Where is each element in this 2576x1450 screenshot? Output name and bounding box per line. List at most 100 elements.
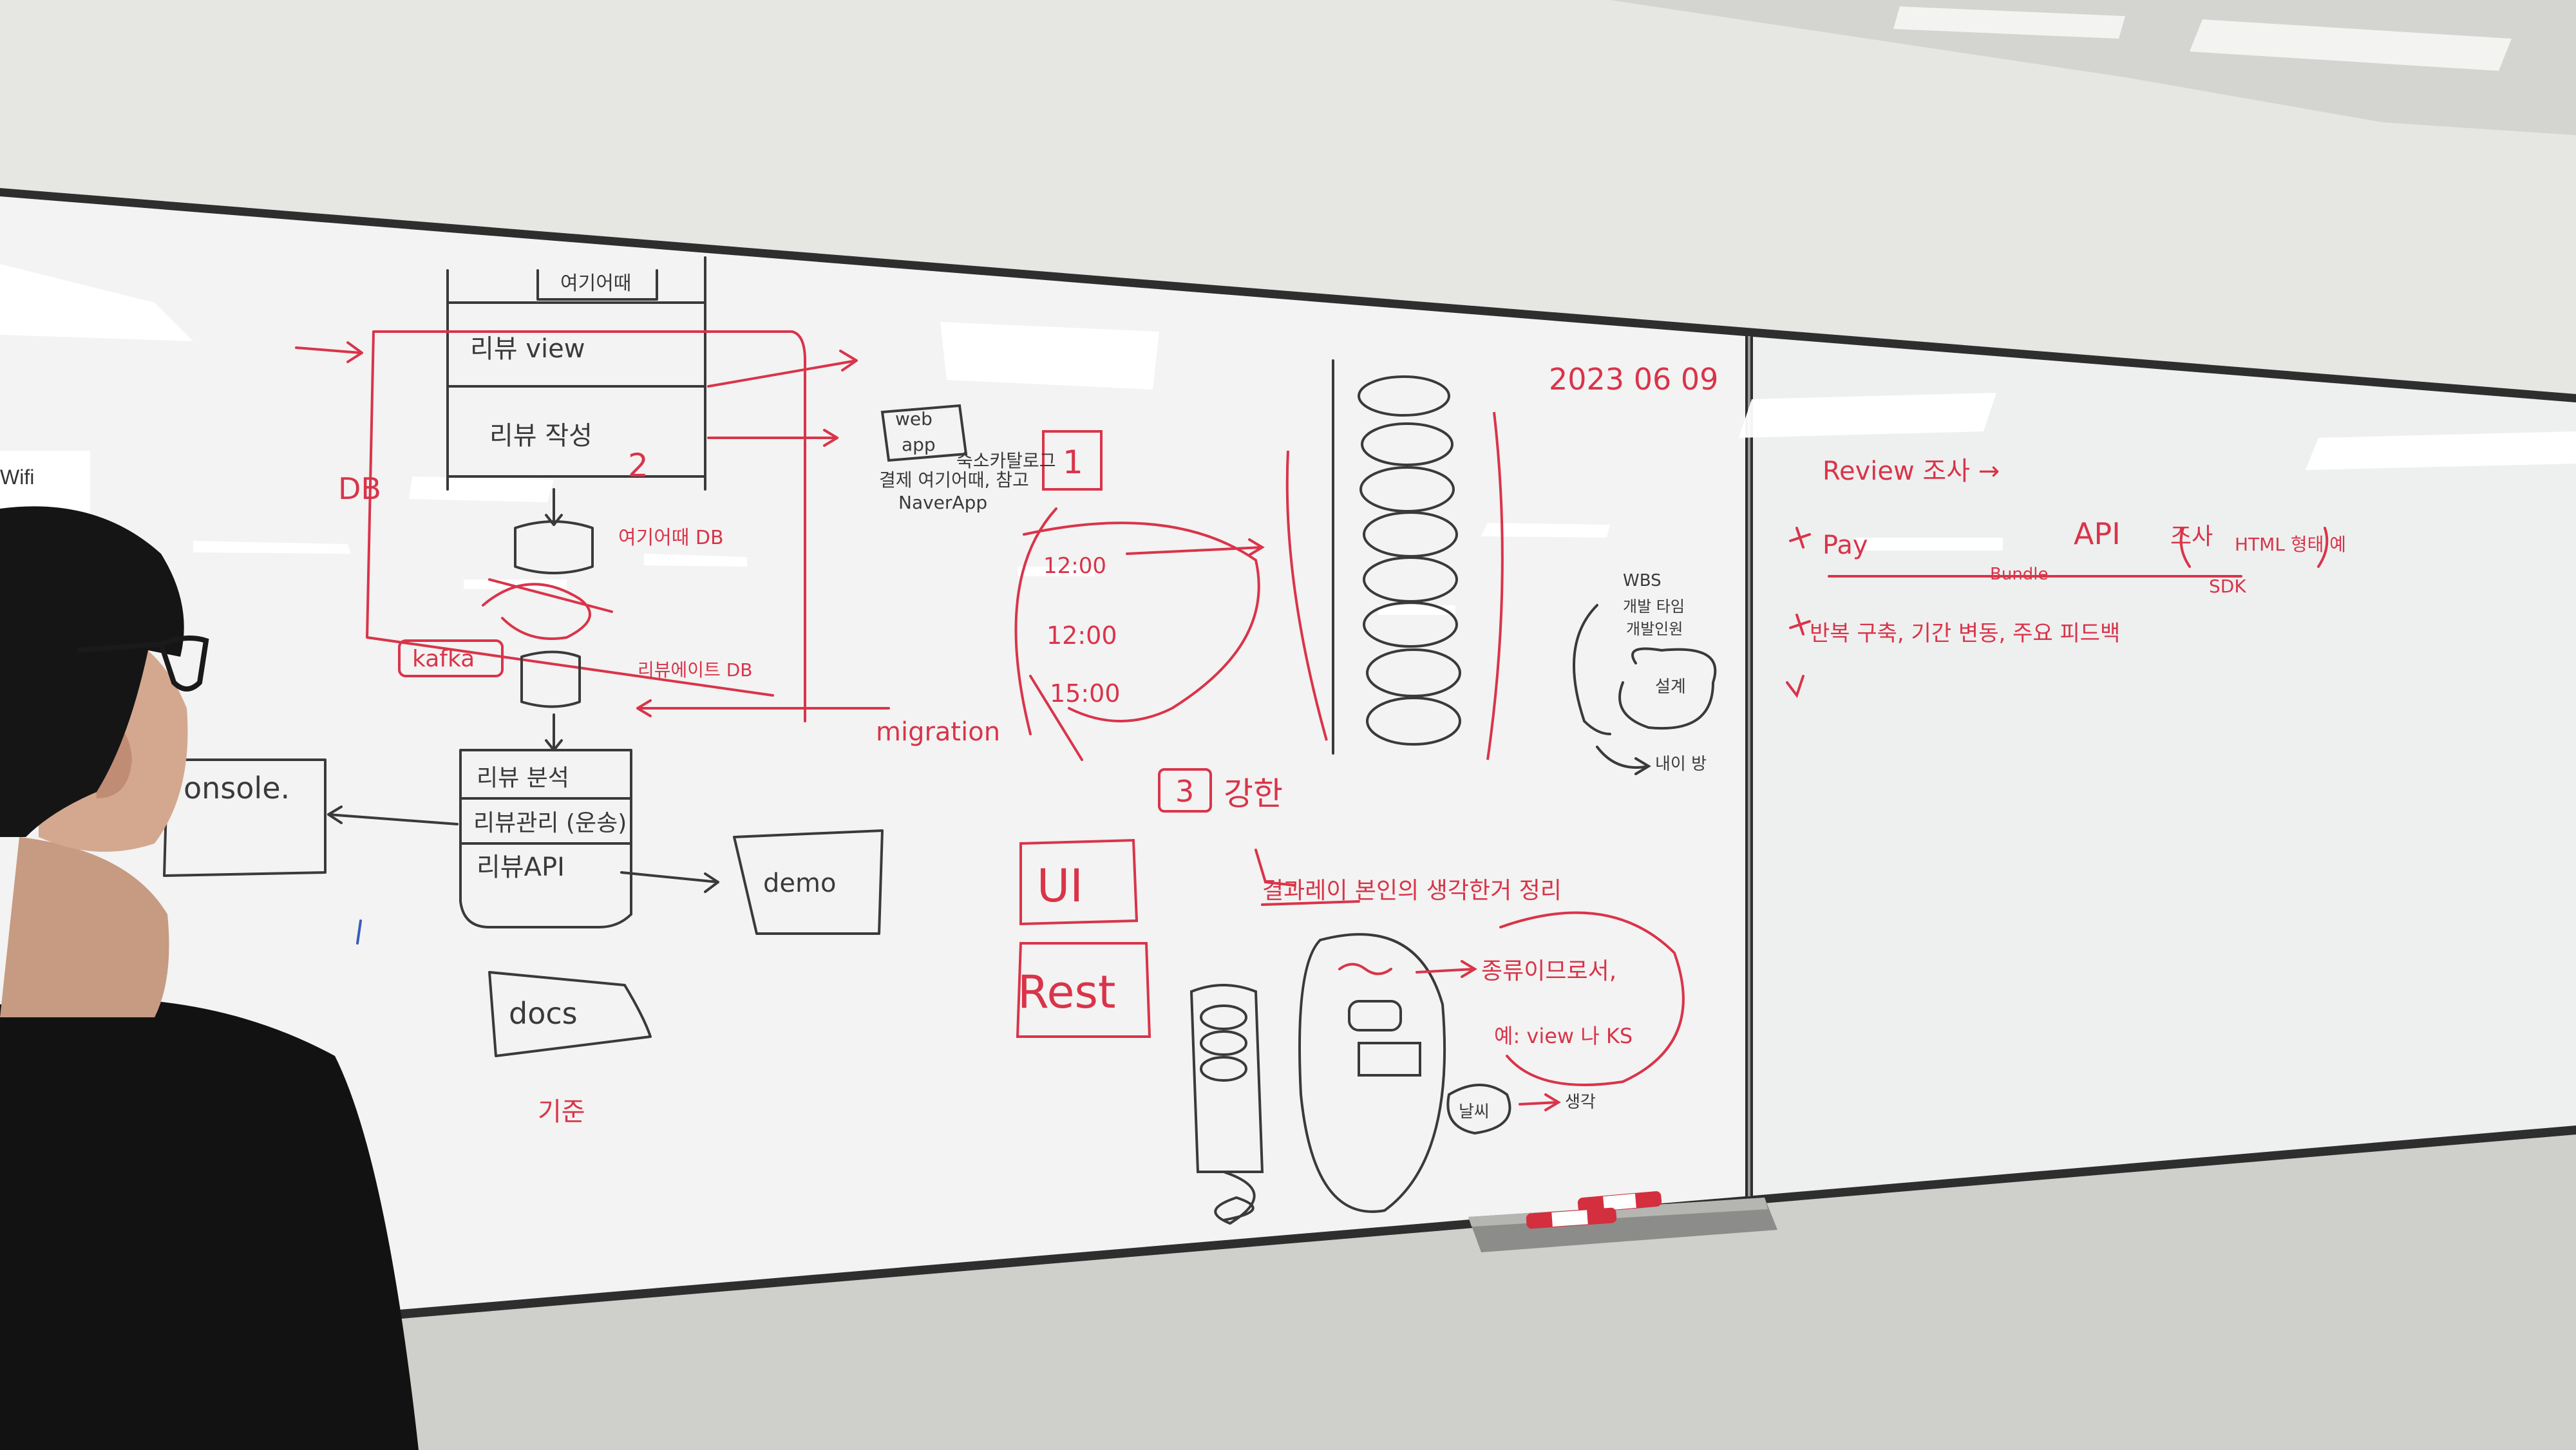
marker-pen-1-label — [1603, 1193, 1636, 1211]
marker-3-box — [1158, 768, 1212, 813]
person-hair — [0, 506, 184, 837]
label-flow-2: 생각 — [1565, 1093, 1596, 1112]
server-stack — [1189, 984, 1264, 1173]
lower-middle-labels: 3 강한 결과레이 본인의 생각한거 정리 UI Rest 종류이므로서, 예:… — [1018, 774, 1633, 1122]
marker-pen-2-label — [1551, 1210, 1588, 1227]
small-box-2 — [1358, 1042, 1421, 1077]
wbs-section — [1573, 604, 1717, 775]
label-time-2: 12:00 — [1046, 621, 1117, 650]
squiggle-red — [1338, 963, 1392, 975]
lower-wall — [0, 1095, 2576, 1450]
label-migration: migration — [876, 717, 1000, 747]
schedule-arrow — [1126, 538, 1265, 556]
console-box — [163, 758, 327, 877]
label-top-box-title: 여기어때 — [560, 272, 631, 295]
arrow-down-1 — [545, 488, 563, 526]
label-iteration-note: 반복 구축, 기간 변동, 주요 피드백 — [1810, 621, 2120, 646]
red-markers — [1526, 1191, 1662, 1229]
label-kafka: kafka — [412, 646, 475, 672]
arrow-to-note — [1416, 960, 1477, 978]
label-note-3: 예: view 나 KS — [1494, 1024, 1633, 1048]
red-arrow-right-mid — [707, 429, 838, 447]
label-marker-2: 2 — [628, 447, 649, 484]
label-review-db: 리뷰에이트 DB — [638, 659, 752, 681]
label-flow-1: 날씨 — [1459, 1102, 1490, 1122]
label-pay-prefix: Pay — [1823, 531, 1868, 560]
red-arrow-right-top — [707, 350, 858, 388]
webapp-box — [880, 404, 968, 462]
webapp-section — [880, 404, 1265, 761]
board-date: 2023 06 09 — [1549, 362, 1718, 397]
db-cylinder-bottom — [520, 650, 581, 708]
label-note-1: 결과레이 본인의 생각한거 정리 — [1262, 878, 1562, 904]
scribble-base — [1214, 1171, 1256, 1225]
label-review-analysis: 리뷰 분석 — [477, 765, 569, 791]
system-diagram — [163, 256, 890, 1057]
label-sdk: SDK — [2209, 576, 2246, 597]
label-wbs-title: WBS — [1623, 571, 1662, 590]
title-bracket — [536, 269, 658, 301]
schedule-bracket — [1014, 507, 1260, 735]
label-marker-1: 1 — [1063, 444, 1083, 481]
label-db-red: DB — [338, 471, 381, 506]
label-wbs-line2: 개발 타임 — [1623, 598, 1685, 616]
label-marker-3: 3 — [1175, 774, 1194, 809]
flow-arrow — [1519, 1093, 1561, 1111]
person-neck — [0, 837, 169, 1017]
small-box-1 — [1348, 1000, 1402, 1031]
label-review-survey: Review 조사 → — [1823, 457, 2000, 486]
db-cylinder-top — [514, 520, 594, 574]
red-arrow-left — [295, 341, 363, 363]
system-diagram-labels: 여기어때 리뷰 view 리뷰 작성 2 DB 여기어때 DB kafka 리뷰… — [184, 272, 1000, 1127]
wall-sign-text: Wifi — [0, 466, 34, 489]
label-webapp-note-1: 숙소카탈로그 — [956, 450, 1056, 471]
note-underline — [1261, 900, 1360, 906]
person-foreground — [0, 506, 419, 1450]
console-arrow — [327, 805, 459, 825]
label-wbs-line3: 개발인원 — [1626, 620, 1683, 638]
demo-box — [733, 829, 884, 935]
label-demo: demo — [763, 869, 836, 898]
label-web: web — [895, 408, 933, 429]
label-webapp-note-2: 결제 여기어때, 참고 — [879, 469, 1029, 491]
glasses-icon — [77, 636, 209, 692]
ceiling-lights — [1893, 6, 2512, 71]
label-heading-strong: 강한 — [1224, 775, 1283, 813]
main-column-outline — [446, 256, 706, 491]
person-body — [0, 998, 419, 1450]
label-html-form: HTML 형태 예 — [2235, 534, 2346, 555]
label-api: API — [2074, 516, 2121, 551]
red-scribble — [482, 578, 613, 640]
wbs-labels: WBS 개발 타임 개발인원 설계 내이 방 — [1623, 571, 1707, 774]
kafka-box — [398, 639, 504, 677]
light-reflections — [0, 264, 2576, 615]
blue-mark — [356, 919, 362, 945]
label-item-ui: UI — [1037, 860, 1083, 912]
lower-middle-section — [1016, 768, 1685, 1225]
demo-arrow — [620, 871, 719, 893]
label-wbs-blob: 설계 — [1655, 677, 1686, 697]
note-arrow — [1255, 849, 1296, 887]
flow-ellipse — [1446, 1084, 1511, 1135]
migration-arrow — [636, 699, 890, 717]
label-app: app — [902, 434, 936, 455]
right-panel-strokes — [1786, 527, 2329, 699]
big-oval — [1298, 933, 1446, 1213]
label-time-3: 15:00 — [1050, 679, 1121, 708]
label-webapp-note-3: NaverApp — [898, 492, 987, 513]
rest-box — [1016, 942, 1151, 1038]
label-note-2: 종류이므로서, — [1481, 958, 1616, 984]
label-item-rest: Rest — [1018, 966, 1115, 1019]
docs-box — [488, 971, 652, 1057]
cloud-bubble — [1499, 911, 1685, 1086]
analysis-box — [459, 749, 632, 928]
label-criteria: 기준 — [538, 1097, 585, 1127]
label-console: onsole. — [184, 771, 290, 805]
label-wbs-arrow: 내이 방 — [1655, 755, 1707, 774]
label-review-view: 리뷰 view — [470, 334, 585, 364]
oval-stack — [1285, 359, 1504, 760]
red-enclosing-box — [366, 330, 806, 722]
label-time-1: 12:00 — [1043, 553, 1106, 579]
whiteboard-left-panel — [0, 196, 1745, 1310]
